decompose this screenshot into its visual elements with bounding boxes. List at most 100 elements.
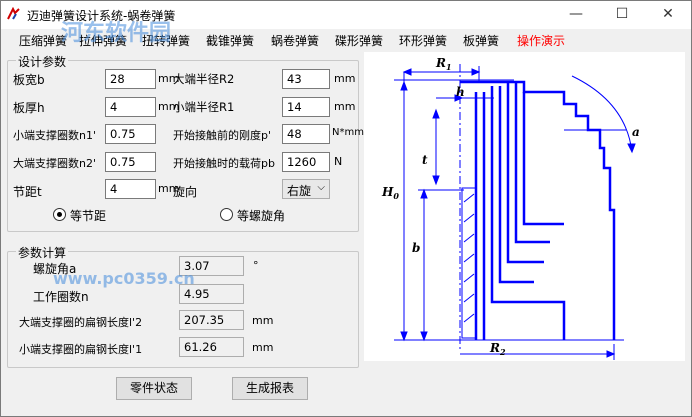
load-label: 开始接触时的载荷pb — [173, 157, 275, 170]
direction-value: 右旋 — [287, 184, 312, 198]
hatch-4 — [463, 253, 475, 263]
part-status-button[interactable]: 零件状态 — [116, 377, 192, 400]
watermark-brand: 河东软件园 — [61, 21, 172, 46]
hatch-5 — [463, 273, 475, 283]
thickness-input[interactable]: 4 — [105, 97, 156, 117]
thickness-unit: mm — [158, 100, 180, 113]
pitch-unit: mm — [158, 182, 180, 195]
large-end-coils-label: 大端支撑圈数n2' — [13, 157, 96, 170]
r1-arrow-left — [402, 68, 412, 76]
label-r2: R2 — [489, 341, 506, 357]
volute-spring-drawing: R1 h t a H0 b R2 — [381, 56, 640, 360]
menu-volute-spring[interactable]: 蜗卷弹簧 — [271, 34, 320, 48]
small-radius-label: 小端半径R1 — [173, 100, 235, 114]
hatch-7 — [463, 313, 475, 323]
equal-helix-radio[interactable] — [220, 208, 233, 221]
stiffness-input[interactable]: 48 — [282, 124, 330, 144]
stiffness-unit: N*mm — [332, 127, 364, 138]
coil-wall-6 — [514, 82, 550, 244]
working-coils-label: 工作圈数n — [33, 290, 89, 304]
b-arrow-bottom — [420, 331, 428, 342]
menu-disc-spring[interactable]: 碟形弹簧 — [335, 34, 384, 48]
title-bar: 迈迪弹簧设计系统-蜗卷弹簧 — ☐ ✕ — [1, 1, 691, 29]
label-b: b — [412, 241, 420, 255]
h-arrow — [454, 94, 464, 102]
small-flat-len-unit: mm — [252, 341, 274, 354]
working-coils-value: 4.95 — [179, 284, 244, 304]
thickness-label: 板厚h — [13, 101, 45, 115]
spring-diagram: R1 h t a H0 b R2 — [364, 52, 685, 361]
menu-conical-spring[interactable]: 截锥弹簧 — [206, 34, 255, 48]
small-end-coils-input[interactable]: 0.75 — [105, 124, 156, 144]
menu-compression-spring[interactable]: 压缩弹簧 — [19, 34, 68, 48]
label-a: a — [632, 125, 640, 139]
direction-select[interactable]: 右旋 ⌵ — [282, 179, 330, 199]
small-flat-len-label: 小端支撑圈的扁钢长度l'1 — [19, 343, 143, 356]
spring-outer-profile — [460, 80, 616, 340]
hatch-1 — [463, 193, 475, 203]
equal-helix-label[interactable]: 等螺旋角 — [237, 209, 286, 223]
calc-title: 参数计算 — [16, 244, 69, 261]
large-flat-len-label: 大端支撑圈的扁钢长度l'2 — [19, 316, 143, 329]
menu-bar: 压缩弹簧 拉伸弹簧 扭转弹簧 截锥弹簧 蜗卷弹簧 碟形弹簧 环形弹簧 板弹簧 操… — [1, 29, 691, 51]
direction-label: 旋向 — [173, 185, 198, 199]
large-flat-len-value: 207.35 — [179, 310, 244, 330]
load-unit: N — [334, 155, 343, 168]
small-radius-unit: mm — [334, 100, 356, 113]
section-rect — [461, 187, 477, 339]
angle-arrow — [627, 143, 636, 154]
design-params-group: 设计参数 — [7, 53, 359, 232]
menu-extension-spring[interactable]: 拉伸弹簧 — [79, 34, 128, 48]
small-radius-input[interactable]: 14 — [282, 97, 330, 117]
design-params-title: 设计参数 — [16, 53, 69, 70]
helix-angle-unit: ° — [253, 259, 259, 272]
app-logo-icon — [7, 7, 20, 20]
large-end-coils-input[interactable]: 0.75 — [105, 152, 156, 172]
window-title: 迈迪弹簧设计系统-蜗卷弹簧 — [27, 9, 176, 23]
width-label: 板宽b — [13, 73, 45, 87]
label-r1: R1 — [435, 56, 452, 72]
coil-wall-4 — [498, 86, 534, 284]
stiffness-label: 开始接触前的刚度p' — [173, 129, 272, 142]
minimize-button[interactable]: — — [569, 6, 583, 22]
chevron-down-icon: ⌵ — [317, 182, 325, 193]
close-button[interactable]: ✕ — [662, 6, 674, 22]
small-end-coils-label: 小端支撑圈数n1' — [13, 129, 96, 142]
menu-leaf-spring[interactable]: 板弹簧 — [463, 34, 500, 48]
menu-ring-spring[interactable]: 环形弹簧 — [399, 34, 448, 48]
width-unit: mm — [158, 72, 180, 85]
helix-angle-value: 3.07 — [179, 256, 244, 276]
equal-pitch-radio[interactable] — [53, 208, 66, 221]
width-input[interactable]: 28 — [105, 69, 156, 89]
coil-wall-5 — [506, 82, 544, 264]
generate-report-button[interactable]: 生成报表 — [232, 377, 308, 400]
label-t: t — [422, 153, 428, 167]
hatch-6 — [463, 293, 475, 303]
pitch-label: 节距t — [13, 185, 42, 199]
equal-pitch-label[interactable]: 等节距 — [70, 209, 107, 223]
maximize-button[interactable]: ☐ — [615, 6, 629, 22]
load-input[interactable]: 1260 — [282, 152, 330, 172]
menu-demo[interactable]: 操作演示 — [517, 34, 566, 48]
small-flat-len-value: 61.26 — [179, 337, 244, 357]
watermark-url: www.pc0359.cn — [53, 269, 195, 288]
angle-arc — [571, 75, 633, 153]
coil-wall-3 — [490, 86, 566, 340]
hatch-2 — [463, 213, 475, 223]
h0-arrow-top — [400, 80, 408, 91]
pitch-input[interactable]: 4 — [105, 179, 156, 199]
r1-arrow-right — [471, 68, 481, 76]
r2-arrow — [606, 350, 616, 358]
t-arrow-top — [432, 108, 440, 119]
menu-torsion-spring[interactable]: 扭转弹簧 — [142, 34, 191, 48]
large-radius-input[interactable]: 43 — [282, 69, 330, 89]
hatch-3 — [463, 233, 475, 243]
large-radius-unit: mm — [334, 72, 356, 85]
label-h: h — [456, 85, 465, 99]
spring-coils — [460, 80, 616, 340]
t-arrow-bottom — [432, 175, 440, 186]
coil-wall-7 — [522, 92, 564, 226]
coil-hatching — [461, 187, 477, 339]
helix-angle-label: 螺旋角a — [33, 262, 77, 276]
